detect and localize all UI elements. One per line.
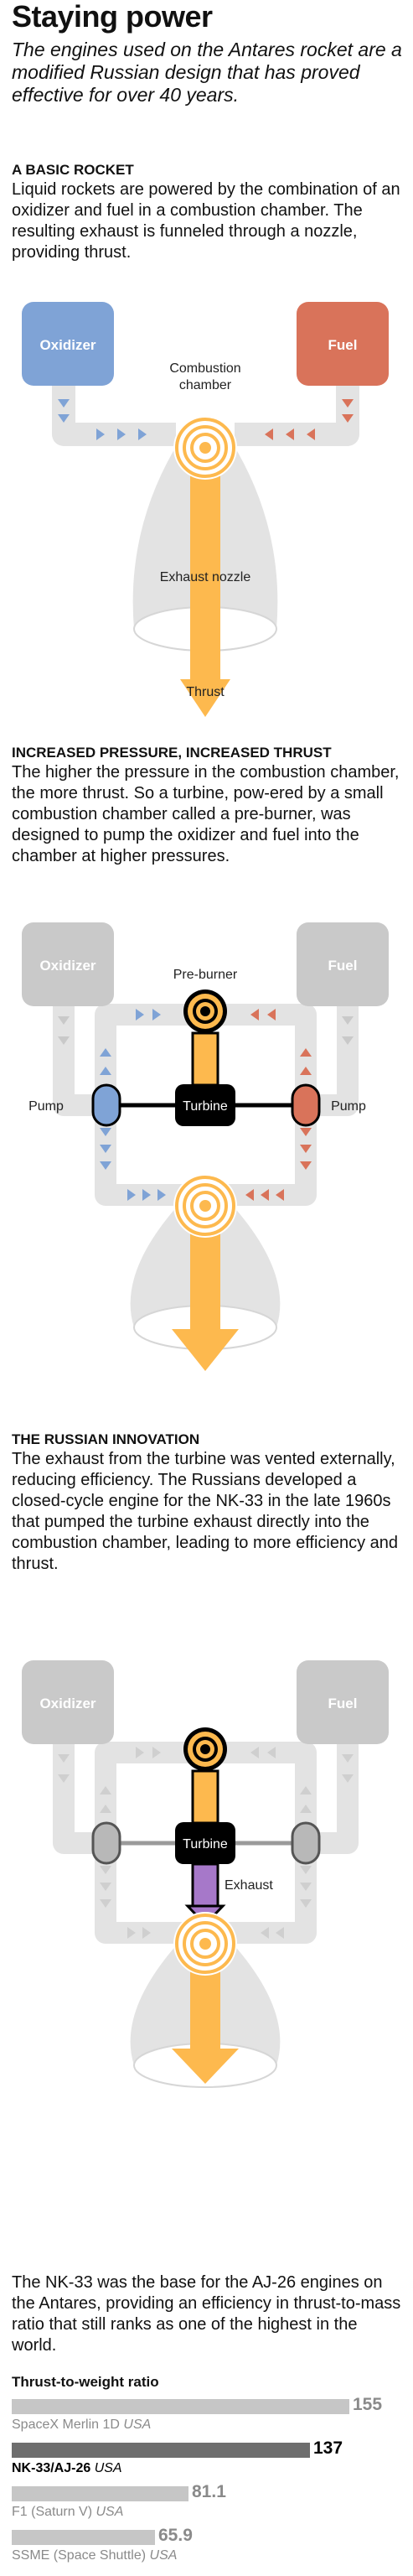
bar-value-label: 155 [353,2395,383,2414]
bar-value-label: 137 [313,2438,343,2458]
pump-left-label: Pump [28,1099,64,1114]
fuel-label: Fuel [328,1696,358,1711]
bar-row: 81.1 F1 (Saturn V) USA [12,2482,405,2530]
turbine-label: Turbine [183,1099,228,1114]
fuel-tank [297,922,389,1006]
preburner-exhaust [191,1769,219,1825]
turbine [175,1084,235,1126]
preburner-icon [183,1727,227,1771]
bar-category-label: SpaceX Merlin 1D USA [12,2418,152,2432]
fuel-tank [297,302,389,386]
bar-value-label: 81.1 [192,2482,226,2501]
oxidizer-tank [22,302,114,386]
fuel-tank [297,1660,389,1744]
thrust-arrow [180,679,230,717]
section3-heading: THE RUSSIAN INNOVATION [12,1431,200,1447]
thrust-arrow [172,2049,239,2084]
combustion-chamber-icon [173,1174,237,1238]
exhaust-flame [190,453,220,679]
oxidizer-tank [22,1660,114,1744]
bar [12,2530,155,2545]
oxidizer-tank [22,922,114,1006]
oxidizer-pump [91,1821,121,1865]
preburner-exhaust [191,1031,219,1087]
closing-text: The NK-33 was the base for the AJ-26 eng… [12,2273,401,2355]
section3-body: The exhaust from the turbine was vented … [12,1450,399,1573]
fuel-label: Fuel [328,337,358,353]
tank-outflow-arrows [58,1016,354,1045]
bar-category-label: NK-33/AJ-26 USA [12,2461,122,2475]
exhaust-label: Exhaust [225,1878,273,1893]
bar-category-label: SSME (Space Shuttle) USA [12,2548,178,2563]
turbine [175,1822,235,1864]
preburner-diagram: Turbine Oxidizer Fuel Pre-burner Pump Pu… [22,922,389,1371]
fuel-label: Fuel [328,958,358,974]
combustion-chamber-icon [173,416,237,480]
oxidizer-label: Oxidizer [39,337,96,353]
turbine-label: Turbine [183,1837,228,1852]
fuel-pump [291,1821,321,1865]
fuel-flow-arrows [265,399,354,440]
fuel-flow-arrows [245,1009,312,1201]
oxidizer-pump [91,1083,121,1127]
basic-rocket-diagram: Oxidizer Fuel Combustion chamber Exhaust… [22,302,389,717]
page-title: Staying power [12,0,213,34]
section2-heading: INCREASED PRESSURE, INCREASED THRUST [12,745,332,761]
bar-category-label: F1 (Saturn V) USA [12,2505,124,2519]
bar [12,2399,349,2414]
flow-arrows [58,1747,354,1939]
oxidizer-flow-arrows [58,399,147,440]
page-subtitle: The engines used on the Antares rocket a… [12,39,402,106]
section2-body: The higher the pressure in the combustio… [12,763,400,865]
bar [12,2443,310,2458]
turbine-exhaust-pipe [191,1862,219,1909]
section1-heading: A BASIC ROCKET [12,162,134,178]
thrust-label: Thrust [186,685,225,699]
chamber-label-line1: Combustion [169,361,240,376]
section1-body: Liquid rockets are powered by the combin… [12,180,400,262]
bar-value-label: 65.9 [158,2526,193,2545]
chamber-label-line2: chamber [179,378,232,392]
combustion-chamber-icon [173,1912,237,1976]
closed-cycle-diagram: Turbine Oxidizer Fuel Exhaust [22,1660,389,2088]
fuel-pump [291,1083,321,1127]
nozzle-label: Exhaust nozzle [160,570,251,584]
preburner-label: Pre-burner [173,968,238,982]
thrust-arrow [172,1329,239,1371]
preburner-icon [183,989,227,1033]
pump-right-label: Pump [331,1099,366,1114]
chart-title: Thrust-to-weight ratio [12,2374,159,2390]
oxidizer-label: Oxidizer [39,958,96,974]
bar [12,2486,188,2501]
oxidizer-flow-arrows [100,1009,166,1201]
oxidizer-label: Oxidizer [39,1696,96,1711]
